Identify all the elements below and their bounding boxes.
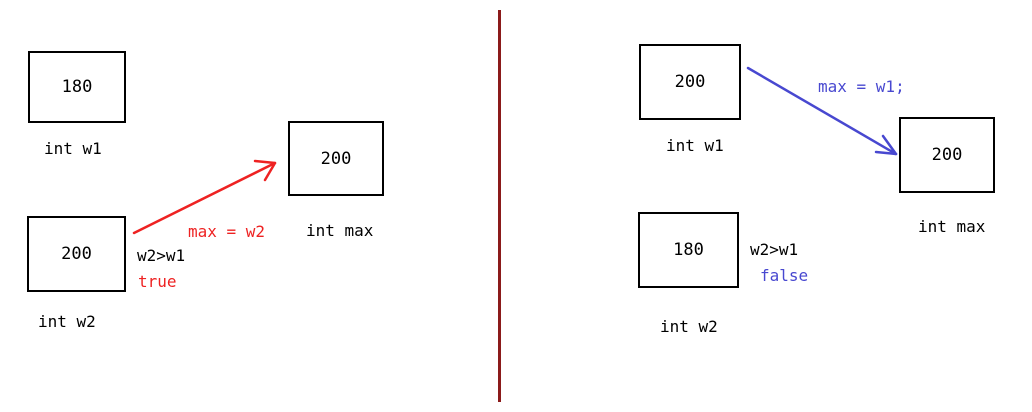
left-w2-box: 200 [27, 216, 126, 292]
panel-divider [498, 10, 501, 402]
right-w2-box: 180 [638, 212, 739, 288]
right-w2-value: 180 [673, 240, 704, 260]
left-w1-label: int w1 [44, 139, 102, 158]
right-w1-value: 200 [674, 72, 706, 92]
right-w2-label: int w2 [660, 317, 718, 336]
right-condition: w2>w1 [750, 240, 799, 259]
left-condition: w2>w1 [137, 246, 186, 265]
right-max-label: int max [918, 217, 986, 236]
left-max-value: 200 [320, 148, 352, 169]
left-max-label: int max [306, 221, 374, 240]
left-w1-value: 180 [61, 77, 93, 97]
right-w1-box: 200 [639, 44, 741, 120]
left-w2-value: 200 [61, 244, 92, 264]
left-w2-label: int w2 [38, 312, 96, 331]
left-result: true [138, 272, 177, 291]
right-result: false [760, 266, 809, 285]
left-assignment: max = w2 [188, 222, 266, 241]
right-w1-label: int w1 [666, 136, 724, 155]
right-assignment: max = w1; [818, 77, 905, 96]
right-max-value: 200 [931, 145, 963, 165]
left-w1-box: 180 [28, 51, 126, 123]
left-max-box: 200 [288, 121, 384, 196]
right-max-box: 200 [899, 117, 995, 193]
